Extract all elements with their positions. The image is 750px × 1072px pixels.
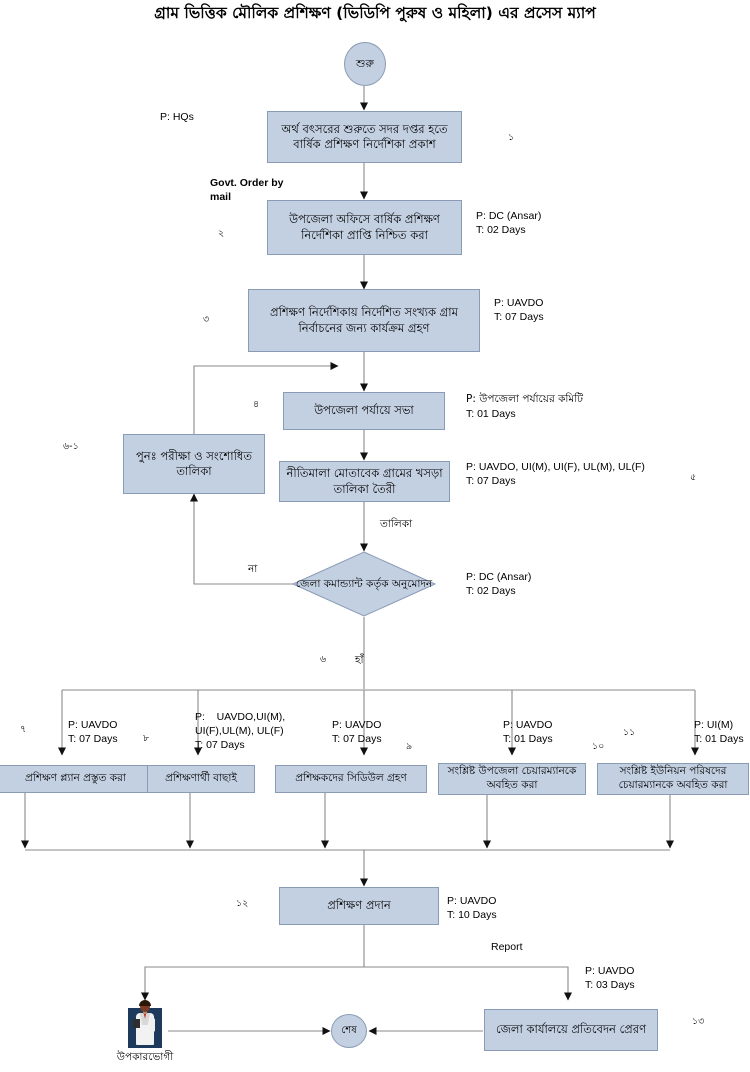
- annotation-step-4-person: P: উপজেলা পর্যায়ের কমিটি: [466, 393, 583, 405]
- node-step-7[interactable]: প্রশিক্ষণ প্ল্যান প্রস্তুত করা: [0, 765, 153, 793]
- step-number-1: ১: [508, 132, 515, 143]
- node-step-6-1[interactable]: পুনঃ পরীক্ষা ও সংশোধিত তালিকা: [123, 434, 265, 494]
- node-step-13-label: জেলা কার্যালয়ে প্রতিবেদন প্রেরণ: [495, 1022, 647, 1037]
- edge-label-ha: হাঁ: [355, 654, 364, 666]
- step-number-3: ৩: [203, 314, 210, 325]
- node-step-7-label: প্রশিক্ষণ প্ল্যান প্রস্তুত করা: [25, 772, 126, 785]
- step-number-9: ৯: [406, 741, 413, 752]
- step-number-4: ৪: [253, 399, 260, 410]
- annotation-step-10: P: UAVDO T: 01 Days: [503, 719, 553, 746]
- node-step-6-1-label: পুনঃ পরীক্ষা ও সংশোধিত তালিকা: [136, 448, 252, 478]
- step-number-13: ১৩: [692, 1016, 705, 1027]
- node-step-11-label: সংশ্লিষ্ট ইউনিয়ন পরিষদের চেয়ারম্যানকে …: [618, 765, 728, 791]
- node-decision-label: জেলা কমান্ড্যান্ট কর্তৃক অনুমোদন: [295, 577, 433, 590]
- node-step-1[interactable]: অর্থ বৎসরের শুরুতে সদর দপ্তর হতে বার্ষিক…: [267, 111, 462, 163]
- node-step-12[interactable]: প্রশিক্ষণ প্রদান: [279, 887, 439, 925]
- annotation-step-1: P: HQs: [160, 111, 194, 123]
- beneficiary-arm: [150, 1018, 155, 1032]
- annotation-step-8: P: UAVDO,UI(M), UI(F),UL(M), UL(F) T: 07…: [195, 711, 286, 752]
- edge-label-na: না: [248, 563, 258, 575]
- node-step-5-label: নীতিমালা মোতাবেক গ্রামের খসড়া তালিকা তৈ…: [286, 466, 443, 496]
- node-step-8[interactable]: প্রশিক্ষণার্থী বাছাই: [147, 765, 255, 793]
- node-step-9-label: প্রশিক্ষকদের সিডিউল গ্রহণ: [295, 772, 407, 785]
- step-number-6: ৬: [320, 654, 327, 665]
- node-start[interactable]: শুরু: [344, 42, 386, 86]
- annotation-govt-order: Govt. Order by mail: [210, 177, 284, 204]
- step-number-2: ২: [218, 228, 225, 239]
- node-step-8-label: প্রশিক্ষণার্থী বাছাই: [165, 772, 237, 785]
- beneficiary-head: [140, 1001, 150, 1012]
- node-step-9[interactable]: প্রশিক্ষকদের সিডিউল গ্রহণ: [275, 765, 427, 793]
- node-step-4-label: উপজেলা পর্যায়ে সভা: [314, 403, 414, 418]
- edge-label-talika: তালিকা: [380, 518, 413, 530]
- diamond-shape: [292, 551, 436, 617]
- node-step-13[interactable]: জেলা কার্যালয়ে প্রতিবেদন প্রেরণ: [484, 1009, 658, 1051]
- step-number-5: ৫: [690, 472, 697, 483]
- node-end-label: শেষ: [341, 1025, 357, 1037]
- node-decision-approval[interactable]: জেলা কমান্ড্যান্ট কর্তৃক অনুমোদন: [292, 551, 436, 617]
- node-step-5[interactable]: নীতিমালা মোতাবেক গ্রামের খসড়া তালিকা তৈ…: [279, 461, 450, 502]
- annotation-step-13: P: UAVDO T: 03 Days: [585, 965, 635, 992]
- beneficiary-label: উপকারভোগী: [116, 1051, 174, 1063]
- node-step-2-label: উপজেলা অফিসে বার্ষিক প্রশিক্ষণ নির্দেশিক…: [289, 212, 440, 242]
- node-step-1-label: অর্থ বৎসরের শুরুতে সদর দপ্তর হতে বার্ষিক…: [281, 121, 448, 151]
- annotation-step-7: P: UAVDO T: 07 Days: [68, 719, 118, 746]
- step-number-12: ১২: [236, 898, 249, 909]
- beneficiary-clipboard-icon: [133, 1019, 140, 1028]
- page-title: গ্রাম ভিত্তিক মৌলিক প্রশিক্ষণ (ভিডিপি পু…: [154, 4, 596, 22]
- node-step-3-label: প্রশিক্ষণ নির্দেশিকায় নির্দেশিত সংখ্যক …: [270, 305, 458, 335]
- annotation-step-4-time: T: 01 Days: [466, 408, 516, 420]
- node-start-label: শুরু: [356, 56, 374, 70]
- annotation-step-6: P: DC (Ansar) T: 02 Days: [466, 571, 532, 598]
- annotation-report: Report: [491, 941, 523, 953]
- beneficiary-icon: উপকারভোগী: [117, 1000, 173, 1063]
- step-number-8: ৮: [143, 733, 150, 744]
- annotation-step-2: P: DC (Ansar) T: 02 Days: [476, 210, 542, 237]
- node-step-12-label: প্রশিক্ষণ প্রদান: [327, 898, 391, 913]
- step-number-11: ১১: [623, 727, 636, 738]
- node-end[interactable]: শেষ: [331, 1014, 367, 1048]
- node-step-3[interactable]: প্রশিক্ষণ নির্দেশিকায় নির্দেশিত সংখ্যক …: [248, 289, 480, 352]
- step-number-7: ৭: [20, 724, 27, 735]
- beneficiary-hair: [139, 1000, 151, 1006]
- beneficiary-neck: [143, 1010, 147, 1014]
- step-number-10: ১০: [592, 741, 605, 752]
- node-step-11[interactable]: সংশ্লিষ্ট ইউনিয়ন পরিষদের চেয়ারম্যানকে …: [597, 763, 749, 795]
- node-step-10-label: সংশ্লিষ্ট উপজেলা চেয়ারম্যানকে অবহিত করা: [447, 765, 577, 791]
- annotation-step-11: P: UI(M) T: 01 Days: [694, 719, 744, 746]
- annotation-step-9: P: UAVDO T: 07 Days: [332, 719, 382, 746]
- annotation-step-5: P: UAVDO, UI(M), UI(F), UL(M), UL(F) T: …: [466, 461, 645, 488]
- annotation-step-12: P: UAVDO T: 10 Days: [447, 895, 497, 922]
- node-step-10[interactable]: সংশ্লিষ্ট উপজেলা চেয়ারম্যানকে অবহিত করা: [438, 763, 586, 795]
- annotation-step-3: P: UAVDO T: 07 Days: [494, 297, 544, 324]
- node-step-2[interactable]: উপজেলা অফিসে বার্ষিক প্রশিক্ষণ নির্দেশিক…: [267, 200, 462, 255]
- node-step-4[interactable]: উপজেলা পর্যায়ে সভা: [283, 392, 445, 430]
- step-number-6-1: ৬-১: [63, 441, 79, 452]
